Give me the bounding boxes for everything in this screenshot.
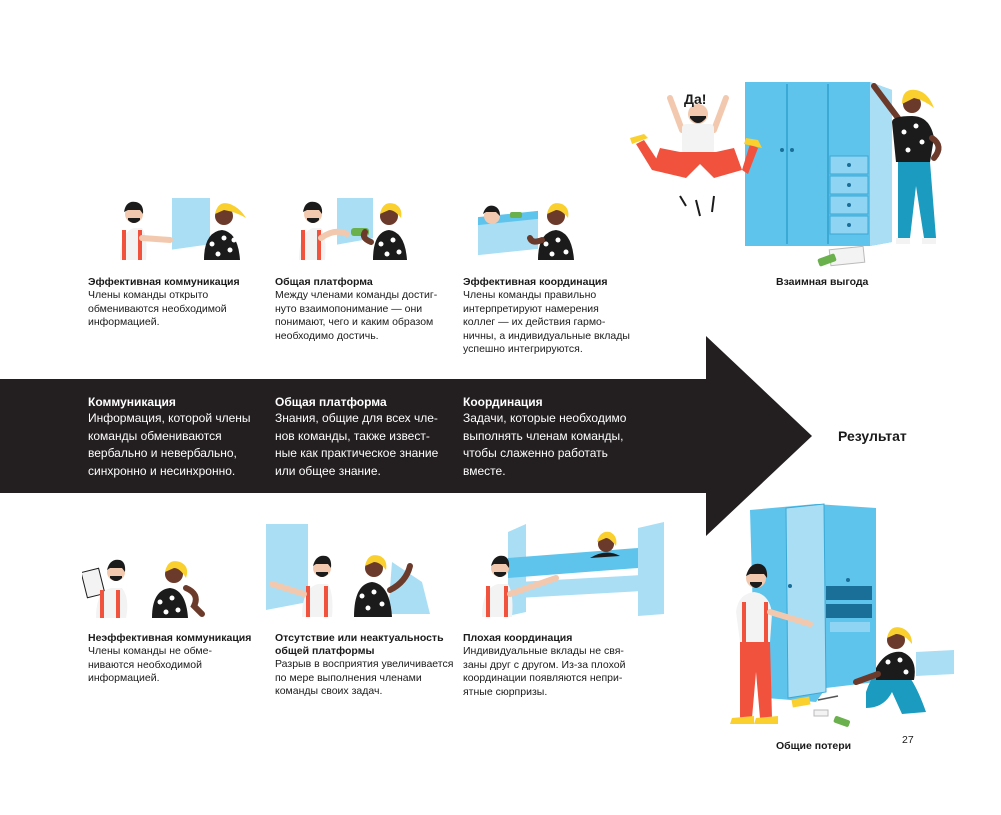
- caption-text: Члены команды открыто обмениваются необх…: [88, 289, 227, 328]
- common-losses-label: Общие потери: [776, 740, 852, 752]
- arrow-column-title: Общая платформа: [275, 395, 387, 409]
- top-caption-communication: Эффективная коммуникация Члены команды о…: [88, 276, 258, 330]
- caption-text: Члены команды не обме- ниваются необходи…: [88, 645, 212, 684]
- mutual-benefit-label: Взаимная выгода: [776, 276, 869, 288]
- caption-title: Отсутствие или неактуальность общей плат…: [275, 632, 444, 657]
- caption-text: Члены команды правильно интерпретируют н…: [463, 289, 630, 355]
- top-caption-coordination: Эффективная координация Члены команды пр…: [463, 276, 633, 357]
- poor-coordination-illustration: [482, 522, 664, 617]
- caption-text: Между членами команды достиг- нуто взаим…: [275, 289, 438, 342]
- effective-coordination-illustration: [478, 203, 574, 260]
- result-label: Результат: [838, 428, 907, 444]
- speech-bubble: Да!: [684, 91, 706, 107]
- arrow-column-communication: Коммуникация Информация, которой члены к…: [88, 394, 268, 480]
- arrow-column-coordination: Координация Задачи, которые необходимо в…: [463, 394, 643, 480]
- no-common-ground-illustration: [266, 524, 430, 617]
- caption-title: Общая платформа: [275, 276, 373, 288]
- caption-text: Разрыв в восприятия увеличивается по мер…: [275, 658, 454, 697]
- arrow-column-title: Координация: [463, 395, 543, 409]
- arrow-column-title: Коммуникация: [88, 395, 176, 409]
- caption-title: Эффективная коммуникация: [88, 276, 240, 288]
- arrow-column-text: Информация, которой члены команды обмени…: [88, 411, 251, 478]
- bottom-caption-coordination: Плохая координация Индивидуальные вклады…: [463, 632, 633, 699]
- process-arrow: [0, 336, 812, 536]
- top-caption-common-ground: Общая платформа Между членами команды до…: [275, 276, 445, 343]
- caption-text: Индивидуальные вклады не свя- заны друг …: [463, 645, 626, 698]
- page-number: 27: [902, 734, 914, 746]
- arrow-column-common-ground: Общая платформа Знания, общие для всех ч…: [275, 394, 455, 480]
- bottom-caption-communication: Неэффективная коммуникация Члены команды…: [88, 632, 258, 686]
- ineffective-communication-illustration: [82, 559, 205, 618]
- common-ground-illustration: [299, 198, 407, 260]
- caption-title: Плохая координация: [463, 632, 573, 644]
- arrow-column-text: Задачи, которые необходимо выполнять чле…: [463, 411, 627, 478]
- bottom-caption-common-ground: Отсутствие или неактуальность общей плат…: [275, 632, 455, 699]
- arrow-column-text: Знания, общие для всех чле- нов команды,…: [275, 411, 439, 478]
- caption-title: Эффективная координация: [463, 276, 608, 288]
- common-losses-illustration: [730, 503, 954, 727]
- mutual-benefit-illustration: Да!: [630, 82, 942, 267]
- caption-title: Неэффективная коммуникация: [88, 632, 252, 644]
- effective-communication-illustration: [120, 198, 246, 260]
